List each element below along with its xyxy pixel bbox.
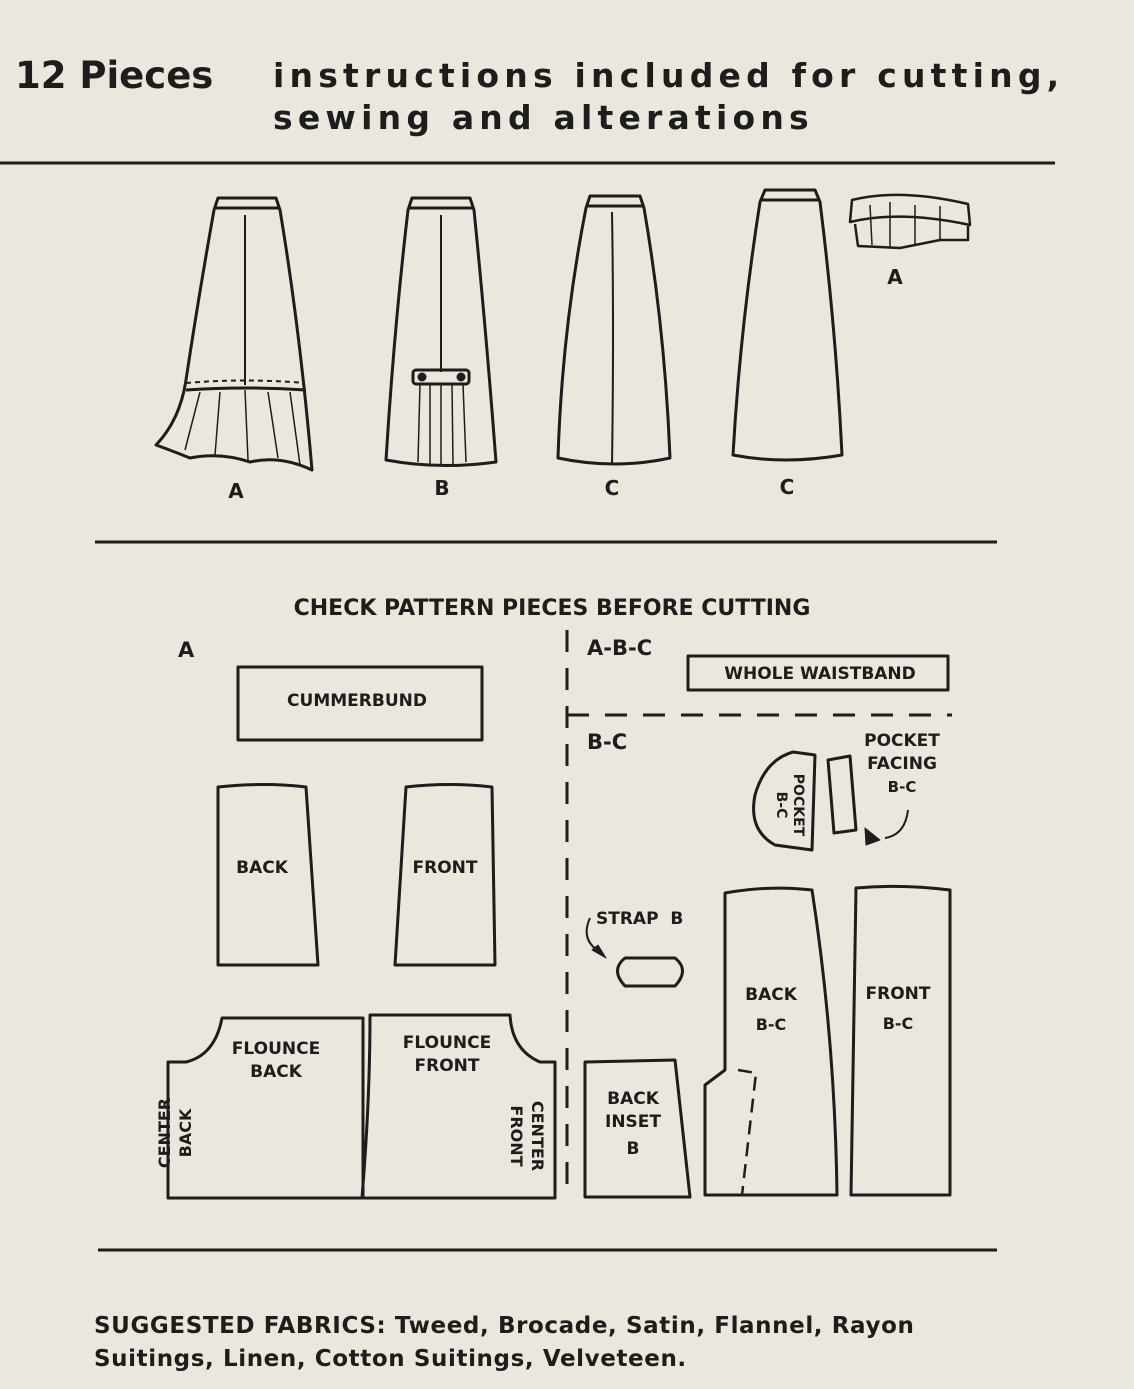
strap-label: STRAP B: [596, 909, 684, 929]
pocket-arrow: [884, 809, 909, 839]
view-label-c-1: C: [604, 476, 620, 500]
text-line: BACK: [176, 1108, 196, 1158]
strap-piece: [616, 956, 684, 988]
back-bc-label: BACK B-C: [745, 981, 797, 1039]
section-bc-label: B-C: [587, 730, 628, 754]
skirt-b-illustration: [384, 196, 498, 468]
front-piece-bc: [849, 884, 952, 1197]
section-a-label: A: [178, 638, 195, 662]
pocket-facing-piece: [826, 754, 858, 835]
text-line: FRONT: [507, 1105, 527, 1167]
text-line: FACING: [867, 754, 937, 774]
text-line: BACK: [250, 1062, 302, 1082]
whole-waistband-label: WHOLE WAISTBAND: [724, 664, 916, 684]
suggested-fabrics-line-1: SUGGESTED FABRICS: Tweed, Brocade, Satin…: [94, 1313, 915, 1339]
back-inset-label: BACK INSET B: [605, 1088, 661, 1161]
center-back-label: CENTER BACK: [154, 1098, 196, 1168]
section-abc-label: A-B-C: [587, 636, 653, 660]
view-label-a: A: [228, 479, 244, 503]
text-line: B-C: [773, 791, 790, 819]
text-line: FLOUNCE: [231, 1039, 321, 1059]
text-line: B-C: [887, 778, 917, 796]
text-line: B-C: [755, 1015, 787, 1034]
view-label-c-2: C: [779, 475, 795, 499]
flounce-back-label: FLOUNCE BACK: [232, 1038, 320, 1084]
text-line: POCKET: [864, 731, 940, 751]
text-line: POCKET: [790, 773, 807, 837]
skirt-c-illustration-1: [556, 194, 672, 466]
text-line: FRONT: [865, 984, 931, 1004]
text-line: BACK: [745, 985, 797, 1005]
text-line: CENTER: [528, 1100, 548, 1172]
skirt-a-illustration: [154, 196, 314, 472]
view-label-cummerbund-a: A: [887, 265, 903, 289]
skirt-c-illustration-2: [731, 188, 844, 462]
text-line: INSET: [604, 1112, 662, 1132]
back-a-label: BACK: [236, 858, 288, 878]
flounce-front-piece: [360, 1013, 557, 1200]
instructions-line-2: sewing and alterations: [273, 98, 814, 137]
suggested-fabrics-line-2: Suitings, Linen, Cotton Suitings, Velvet…: [94, 1346, 687, 1372]
check-pieces-title: CHECK PATTERN PIECES BEFORE CUTTING: [293, 596, 811, 621]
text-line: B: [626, 1139, 640, 1159]
instructions-line-1: instructions included for cutting,: [273, 56, 1065, 95]
cummerbund-illustration: [848, 193, 972, 250]
text-line: FRONT: [414, 1056, 480, 1076]
pocket-label: POCKET B-C: [772, 774, 806, 836]
back-inset-piece: [583, 1058, 692, 1199]
flounce-back-piece: [166, 1016, 365, 1200]
front-bc-label: FRONT B-C: [866, 980, 931, 1038]
cummerbund-piece: [236, 665, 484, 742]
whole-waistband-piece: [686, 654, 950, 692]
text-line: FLOUNCE: [402, 1033, 492, 1053]
pocket-piece: [752, 750, 817, 852]
front-a-label: FRONT: [412, 858, 478, 878]
cummerbund-label: CUMMERBUND: [287, 691, 427, 711]
back-piece-a: [216, 783, 320, 967]
text-line: BACK: [607, 1089, 659, 1109]
flounce-front-label: FLOUNCE FRONT: [403, 1032, 491, 1078]
back-piece-bc: [703, 886, 839, 1197]
front-piece-a: [393, 783, 497, 967]
view-label-b: B: [434, 476, 450, 500]
piece-count: 12 Pieces: [15, 54, 214, 97]
text-line: B-C: [882, 1014, 914, 1033]
center-front-label: CENTER FRONT: [506, 1101, 548, 1171]
pocket-facing-label: POCKET FACING B-C: [864, 730, 940, 799]
text-line: CENTER: [155, 1097, 175, 1169]
